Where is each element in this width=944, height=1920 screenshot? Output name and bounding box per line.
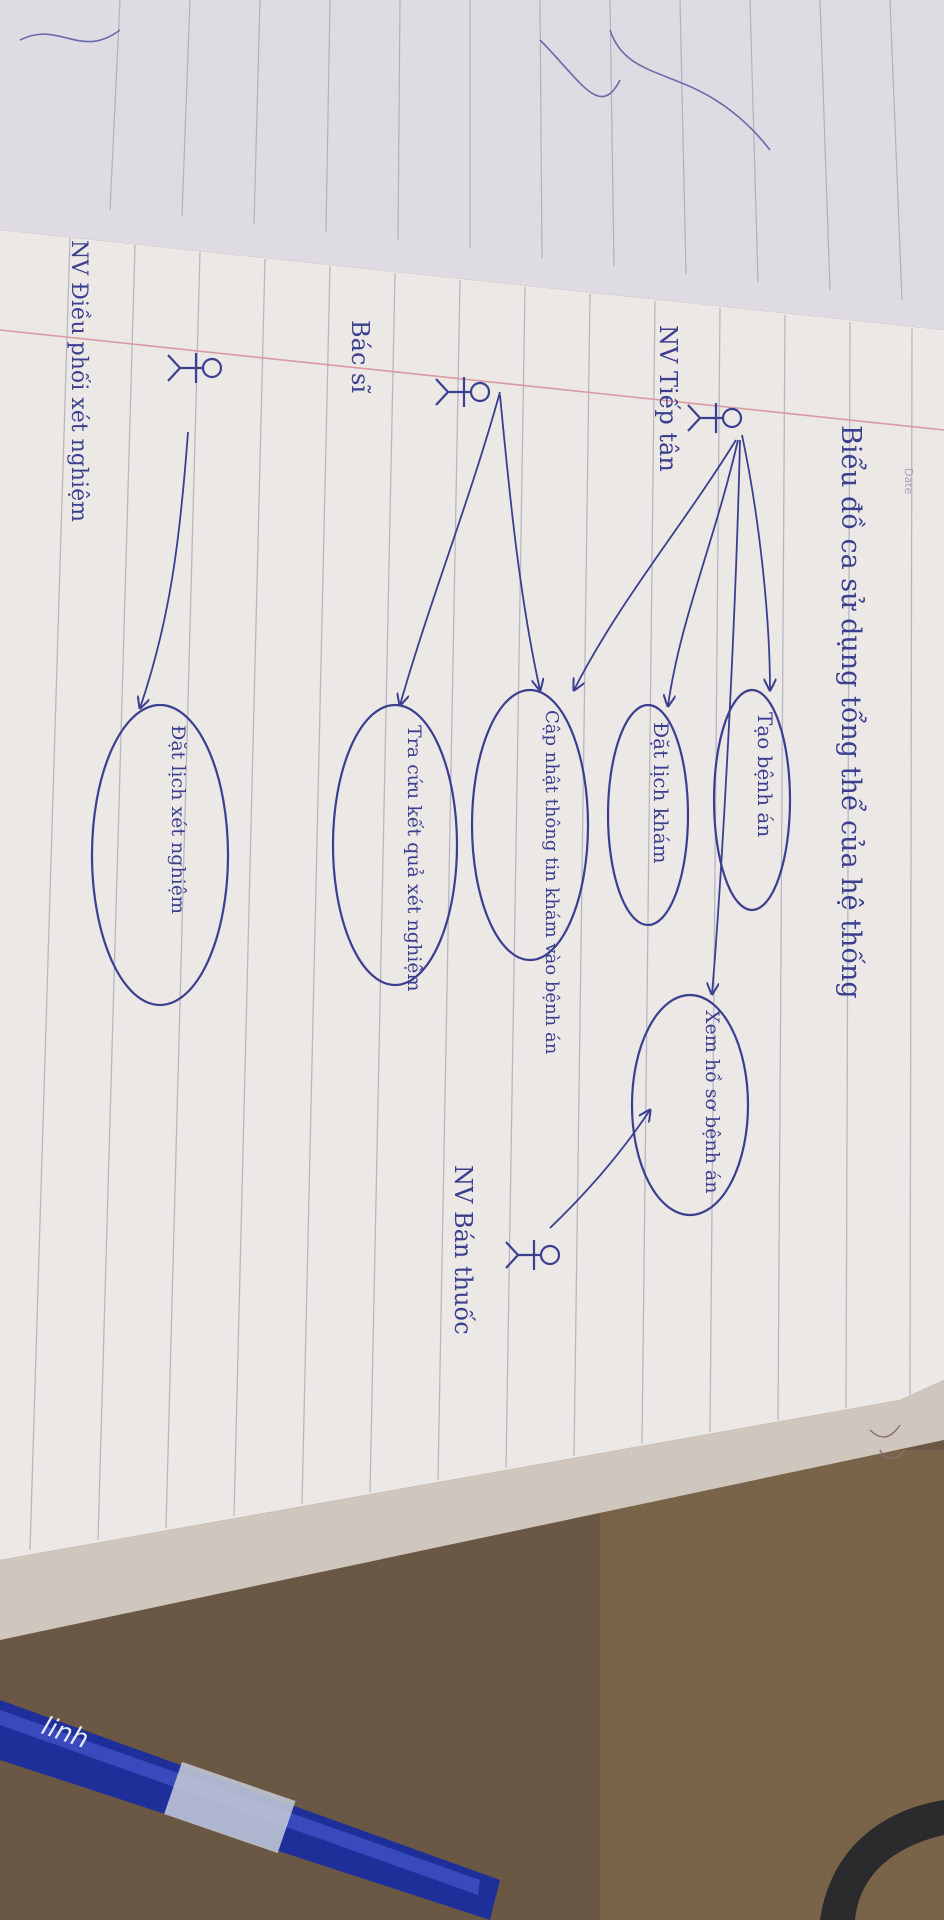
actor-ban-thuoc-label: NV Bán thuốc <box>449 1165 477 1335</box>
usecase-tao-benh-an: Tạo bệnh án <box>712 688 792 912</box>
usecase-tao-benh-an-label: Tạo bệnh án <box>753 712 777 837</box>
association-lines <box>140 391 770 1229</box>
usecase-dat-lich-kham: Đặt lịch khám <box>606 703 690 927</box>
actor-bac-si <box>435 377 491 407</box>
actor-ban-thuoc <box>505 1240 561 1270</box>
page-rules <box>29 237 913 1551</box>
page-stack-edge <box>0 1380 944 1640</box>
usecase-tra-cuu-label: Tra cứu kết quả xét nghiệm <box>403 725 425 992</box>
usecase-dat-lich-xn: Đặt lịch xét nghiệm <box>90 703 230 1007</box>
usecase-dat-lich-xn-label: Đặt lịch xét nghiệm <box>167 725 189 914</box>
usecase-xem-ho-so-label: Xem hồ sơ bệnh án <box>701 1010 723 1193</box>
page-title: Biểu đồ ca sử dụng tổng thể của hệ thống <box>835 425 868 999</box>
usecase-cap-nhat-label: Cập nhật thông tin khám vào bệnh án <box>541 710 562 1055</box>
actor-bac-si-label: Bác sĩ <box>346 320 374 393</box>
usecase-tra-cuu: Tra cứu kết quả xét nghiệm <box>331 703 459 992</box>
actor-tiep-tan-label: NV Tiếp tân <box>654 325 682 472</box>
usecase-dat-lich-kham-label: Đặt lịch khám <box>649 722 673 864</box>
scissors-handle <box>820 1800 944 1920</box>
usecase-cap-nhat: Cập nhật thông tin khám vào bệnh án <box>470 688 590 1055</box>
previous-page-scribbles <box>19 29 771 151</box>
doodle-marks <box>869 1424 906 1459</box>
notebook-page <box>0 230 944 1560</box>
pen: linh <box>0 1700 500 1920</box>
usecase-xem-ho-so: Xem hồ sơ bệnh án <box>630 993 750 1217</box>
previous-page-rules <box>109 0 903 301</box>
page-margin-line <box>0 329 944 431</box>
actor-tiep-tan <box>687 403 743 433</box>
previous-page <box>0 0 944 330</box>
actor-dieu-phoi <box>167 353 223 383</box>
page-date-label: Date <box>902 468 915 495</box>
actor-dieu-phoi-label: NV Điều phối xét nghiệm <box>66 240 92 522</box>
